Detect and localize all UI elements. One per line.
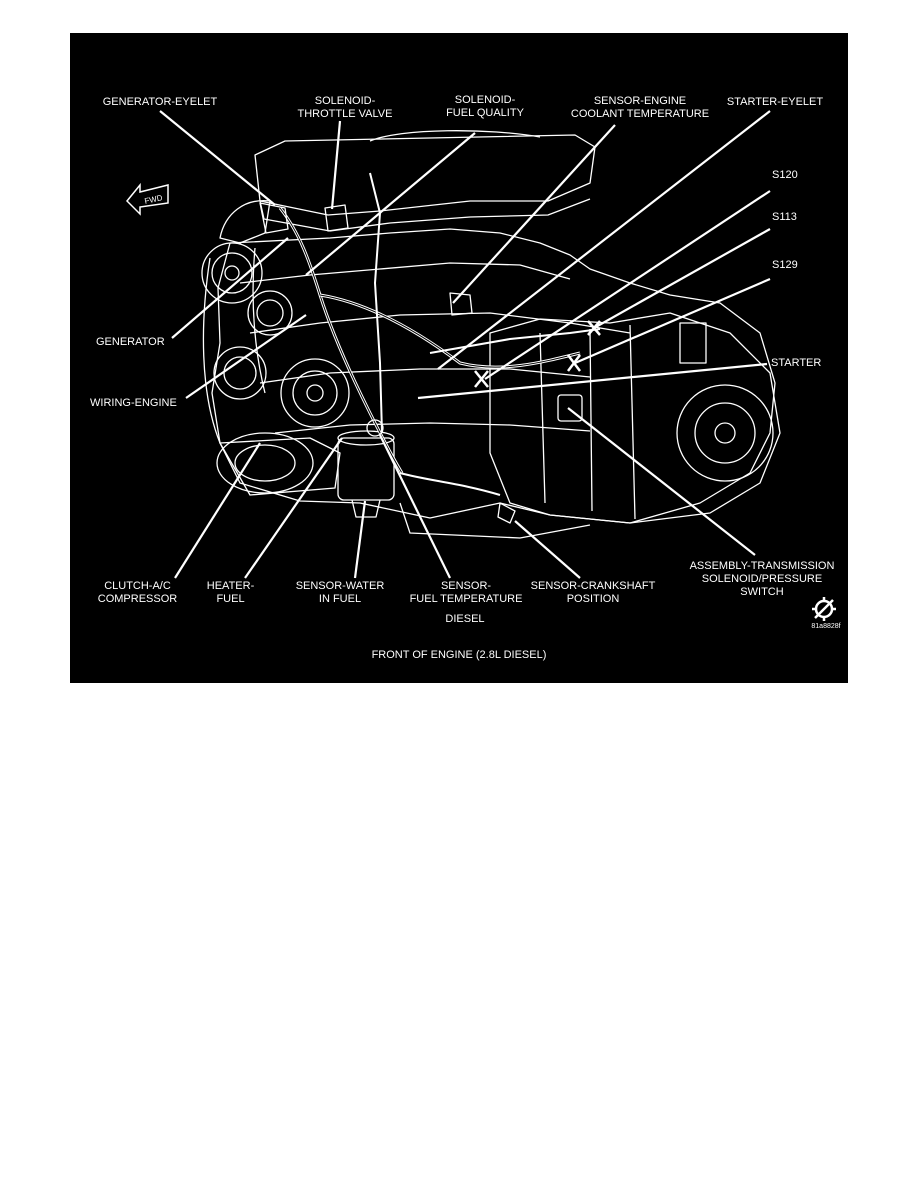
fwd-text: FWD <box>144 193 164 206</box>
label-s113: S113 <box>772 211 797 223</box>
image-code: 81a8828f <box>811 623 841 630</box>
label-s129: S129 <box>772 259 798 271</box>
label-sensor-crankshaft-position: SENSOR-CRANKSHAFT POSITION <box>530 580 656 605</box>
label-sensor-engine-coolant-temperature: SENSOR-ENGINE COOLANT TEMPERATURE <box>570 95 710 120</box>
label-solenoid-throttle-valve: SOLENOID- THROTTLE VALVE <box>297 95 393 120</box>
label-sensor-water-in-fuel: SENSOR-WATER IN FUEL <box>295 580 385 605</box>
label-sensor-fuel-temperature: SENSOR- FUEL TEMPERATURE <box>409 580 523 605</box>
diagram-title: FRONT OF ENGINE (2.8L DIESEL) <box>371 649 547 661</box>
label-starter-eyelet: STARTER-EYELET <box>726 96 824 108</box>
engine-illustration: FWD <box>125 110 836 621</box>
label-generator: GENERATOR <box>96 336 165 348</box>
label-generator-eyelet: GENERATOR-EYELET <box>102 96 218 108</box>
label-wiring-engine: WIRING-ENGINE <box>90 397 177 409</box>
label-heater-fuel: HEATER- FUEL <box>206 580 255 605</box>
label-assembly-transmission: ASSEMBLY-TRANSMISSION SOLENOID/PRESSURE … <box>689 560 835 598</box>
label-clutch-ac-compressor: CLUTCH-A/C COMPRESSOR <box>97 580 178 605</box>
forward-arrow-icon <box>125 182 169 216</box>
label-solenoid-fuel-quality: SOLENOID- FUEL QUALITY <box>446 94 524 119</box>
label-s120: S120 <box>772 169 798 181</box>
logo-icon <box>812 597 836 621</box>
engine-diagram: FWD GENERATOR-EYELET SOLENOID- THROTTLE … <box>70 33 848 683</box>
diagram-subtitle: DIESEL <box>445 613 485 625</box>
label-starter: STARTER <box>771 357 822 369</box>
